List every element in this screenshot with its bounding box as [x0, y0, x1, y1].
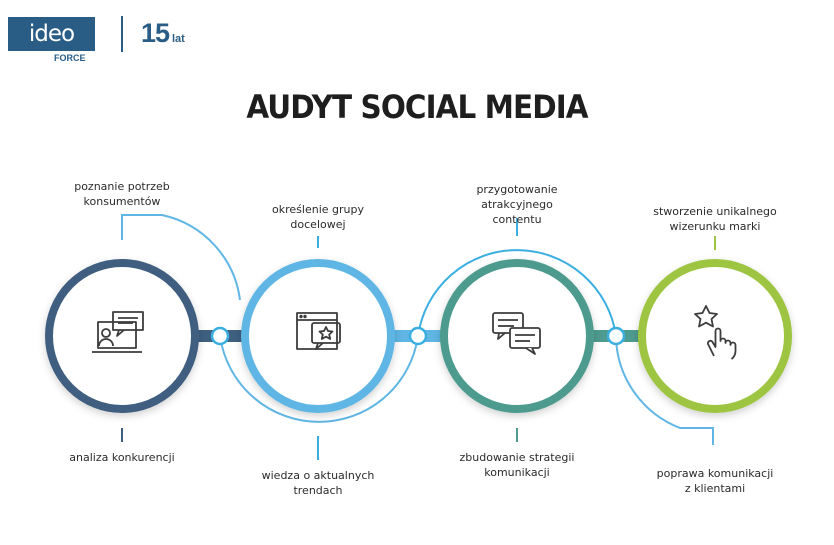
step-2-top-label: określenie grupy docelowej: [272, 203, 364, 231]
ideo-logo-box: [8, 17, 95, 51]
chat-bubbles-icon: [492, 312, 541, 355]
anniversary-unit: lat: [172, 33, 185, 45]
orbit-arc-1: [121, 214, 241, 301]
step-circle-2: [241, 259, 395, 413]
step-3-top-label: przygotowanie atrakcyjnego contentu: [476, 183, 558, 226]
step-1-bottom-label: analiza konkurencji: [69, 451, 175, 464]
step-4-bottom-label: poprawa komunikacji z klientami: [656, 467, 774, 495]
step-4-top-label: stworzenie unikalnego wizerunku marki: [653, 205, 777, 233]
step-2-bottom-label: wiedza o aktualnych trendach: [261, 469, 375, 497]
anniversary-number: 15: [141, 18, 170, 48]
browser-star-icon: [296, 312, 341, 350]
junction-node-2: [408, 326, 428, 346]
orbit-arc-2: [219, 335, 419, 423]
orbit-arc-3: [417, 249, 617, 337]
junction-node-1: [210, 326, 230, 346]
hand-star-icon: [694, 305, 737, 360]
page-title: AUDYT SOCIAL MEDIA: [246, 88, 588, 126]
junction-node-3: [606, 326, 626, 346]
step-1-top-label: poznanie potrzeb konsumentów: [74, 180, 170, 208]
step-circle-1: [45, 259, 199, 413]
logo-divider: [121, 16, 123, 52]
ideo-logo-force: FORCE: [54, 53, 86, 63]
step-3-bottom-label: zbudowanie strategii komunikacji: [459, 451, 575, 479]
orbit-arc-4: [615, 335, 714, 445]
presentation-chat-icon: [92, 311, 144, 353]
ideo-logo-text: ideo: [28, 21, 75, 47]
